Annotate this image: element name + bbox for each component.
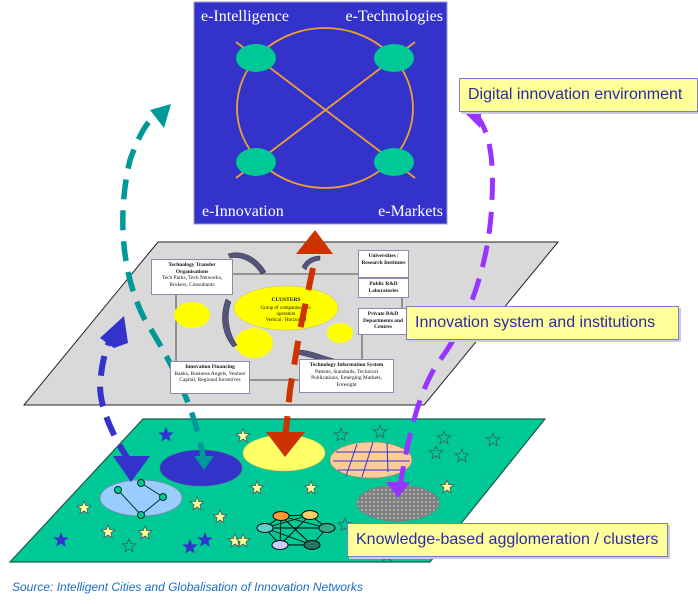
red-dashed-arrow — [266, 230, 333, 457]
star-icon — [53, 531, 69, 547]
star-icon — [333, 426, 349, 442]
public-rd-title: Public R&D Laboratories — [368, 281, 399, 294]
node-e-intelligence — [236, 44, 276, 72]
tech-transfer-title: Technology Transfer Organisations — [168, 262, 216, 275]
innovation-system-label: Innovation system and institutions — [406, 306, 679, 340]
star-icon — [235, 427, 251, 443]
tech-info-body: Patents, Standards, Technical Publicatio… — [311, 368, 382, 388]
star-icon — [372, 423, 388, 439]
knowledge-clusters-label: Knowledge-based agglomeration / clusters — [347, 523, 668, 557]
grid-cluster — [329, 441, 413, 479]
cluster-network-large — [256, 510, 336, 550]
clusters-bubble — [233, 285, 339, 331]
star-icon — [212, 508, 228, 524]
star-icon — [158, 426, 174, 442]
yellow-bubble-2 — [235, 328, 273, 358]
financing-box: Innovation Financing Banks, Business Ang… — [170, 361, 250, 394]
universities-box: Universities / Research Institutes — [358, 250, 409, 278]
yellow-bubble-1 — [174, 302, 210, 328]
label-e-markets: e-Markets — [378, 203, 443, 220]
source-caption: Source: Intelligent Cities and Globalisa… — [12, 580, 363, 594]
tech-transfer-box: Technology Transfer Organisations Tech P… — [151, 259, 233, 295]
yellow-bubble-3 — [327, 323, 353, 343]
label-e-intelligence: e-Intelligence — [201, 8, 289, 25]
star-icon — [439, 478, 455, 494]
label-e-innovation: e-Innovation — [202, 203, 284, 220]
star-icon — [182, 538, 198, 554]
star-icon — [485, 431, 501, 447]
universities-title: Universities / Research Institutes — [361, 253, 406, 266]
private-rd-box: Private R&D Departments and Centres — [358, 308, 408, 335]
star-icon — [137, 524, 153, 540]
digital-layer: e-Intelligence e-Technologies e-Innovati… — [193, 1, 448, 225]
star-icon — [189, 495, 205, 511]
star-icon — [235, 532, 251, 548]
star-icon — [197, 531, 213, 547]
blue-dashed-arrow — [96, 316, 150, 482]
star-icon — [121, 537, 137, 553]
star-icon — [76, 499, 92, 515]
private-rd-title: Private R&D Departments and Centres — [363, 311, 403, 331]
clusters-body-1: Group of companies / co- — [260, 306, 311, 311]
financing-title: Innovation Financing — [185, 364, 235, 370]
star-icon — [454, 447, 470, 463]
tech-info-box: Technology Information System Patents, S… — [299, 359, 394, 393]
stars — [53, 423, 501, 562]
tech-transfer-body: Tech Parks, Tech Networks, Brokers, Cons… — [161, 275, 223, 288]
node-e-technologies — [374, 44, 414, 72]
teal-arrowhead-down — [194, 456, 214, 470]
label-e-technologies: e-Technologies — [345, 8, 443, 25]
clusters-body-2: operation — [277, 312, 296, 317]
star-icon — [249, 479, 265, 495]
public-rd-box: Public R&D Laboratories — [358, 278, 409, 298]
star-icon — [436, 429, 452, 445]
clusters-title: CLUSTERS — [271, 297, 300, 303]
star-icon — [100, 523, 116, 539]
node-e-markets — [374, 148, 414, 176]
node-e-innovation — [236, 148, 276, 176]
star-icon — [337, 516, 353, 532]
tech-info-title: Technology Information System — [309, 362, 384, 368]
clusters-body-3: Vertical / Horizontal — [266, 318, 307, 323]
clusters-text: CLUSTERS Group of companies / co- operat… — [260, 297, 311, 323]
star-icon — [303, 479, 319, 495]
digital-environment-label: Digital innovation environment — [459, 78, 698, 112]
star-icon — [428, 444, 444, 460]
cluster-network-small — [114, 479, 167, 519]
financing-body: Banks, Business Angels, Venture Capital,… — [174, 370, 246, 384]
